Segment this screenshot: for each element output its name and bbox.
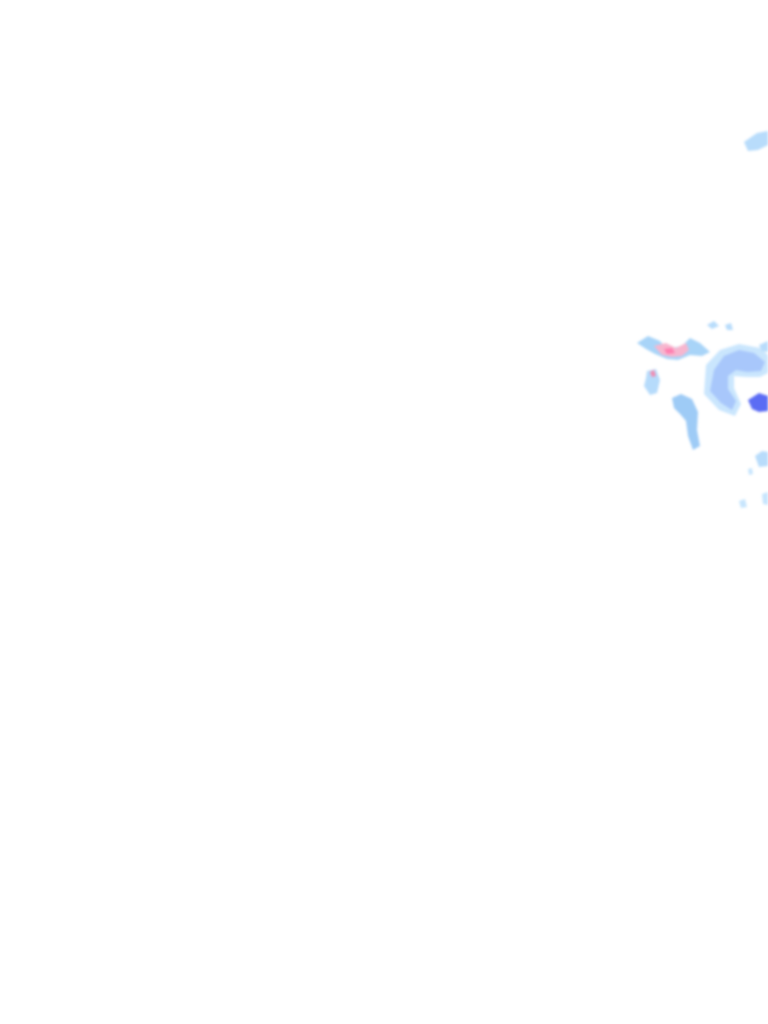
- radar-echo-small-6: [762, 492, 768, 505]
- radar-echo-intense-dot: [650, 370, 656, 377]
- radar-echo-small-5: [739, 499, 747, 508]
- radar-echo-intense-core: [664, 348, 675, 354]
- radar-echo-small-4: [755, 451, 768, 467]
- radar-echo-halo: [704, 344, 768, 416]
- radar-echo-small-3: [759, 341, 768, 352]
- radar-echo-small-1: [707, 321, 719, 329]
- radar-echo-heavy-right-lobe: [748, 393, 768, 412]
- radar-echo-top-right: [744, 131, 768, 151]
- radar-echo-small-7: [748, 468, 753, 475]
- radar-echo-left-stem: [672, 394, 700, 450]
- radar-echo-left-tail: [644, 369, 660, 395]
- radar-echo-small-2: [725, 323, 733, 330]
